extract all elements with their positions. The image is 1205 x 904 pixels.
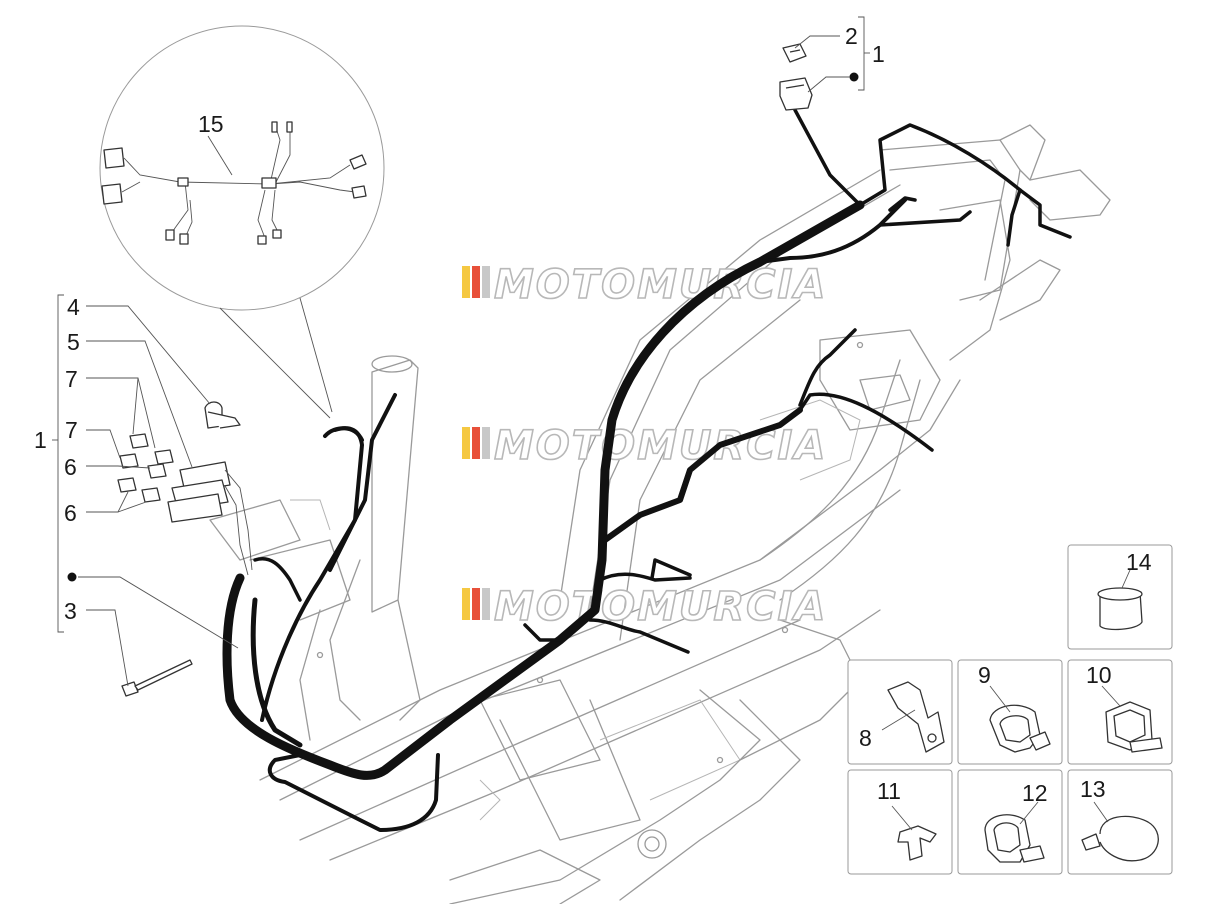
connector-part-5[interactable] (167, 461, 253, 576)
watermark-1: MOTOMURCIA (462, 261, 827, 309)
part-box-11[interactable] (847, 769, 953, 875)
bullet-dot (67, 572, 77, 582)
connector-icon (103, 147, 125, 169)
label-7b: 7 (65, 417, 78, 443)
cable-tie-part-3[interactable] (121, 659, 193, 697)
top-right-bracket (794, 16, 870, 93)
part-boxes (847, 544, 1173, 875)
label-13: 13 (1080, 776, 1106, 802)
label-14: 14 (1126, 549, 1152, 575)
left-group-bracket (52, 294, 239, 687)
watermark-text: MOTOMURCIA (494, 423, 827, 469)
watermark-text: MOTOMURCIA (494, 262, 827, 308)
label-1-top: 1 (872, 41, 885, 67)
harness-detail-callout (99, 25, 385, 419)
watermark-group: MOTOMURCIA MOTOMURCIA MOTOMURCIA (462, 261, 827, 631)
label-6a: 6 (64, 454, 77, 480)
connector-icon (101, 183, 123, 205)
label-9: 9 (978, 662, 991, 688)
label-10: 10 (1086, 662, 1112, 688)
scooter-frame (209, 124, 1111, 904)
label-4: 4 (67, 294, 80, 320)
label-8: 8 (859, 725, 872, 751)
label-5: 5 (67, 329, 80, 355)
label-2: 2 (845, 23, 858, 49)
label-11: 11 (877, 778, 901, 804)
label-7a: 7 (65, 366, 78, 392)
label-1-left: 1 (34, 427, 47, 453)
bullet-dot (849, 72, 859, 82)
label-3: 3 (64, 598, 77, 624)
label-12: 12 (1022, 780, 1048, 806)
fuse-box-top[interactable] (779, 43, 859, 111)
clamp-part-4[interactable] (204, 401, 241, 429)
main-wiring-harness (222, 108, 1072, 832)
fuse-set[interactable] (117, 433, 174, 503)
label-15: 15 (198, 111, 224, 137)
label-6b: 6 (64, 500, 77, 526)
watermark-text: MOTOMURCIA (494, 584, 827, 630)
watermark-3: MOTOMURCIA (462, 583, 827, 631)
part-number-labels: 2 1 15 4 5 7 1 7 6 6 3 14 8 9 10 11 12 1… (34, 23, 1152, 806)
